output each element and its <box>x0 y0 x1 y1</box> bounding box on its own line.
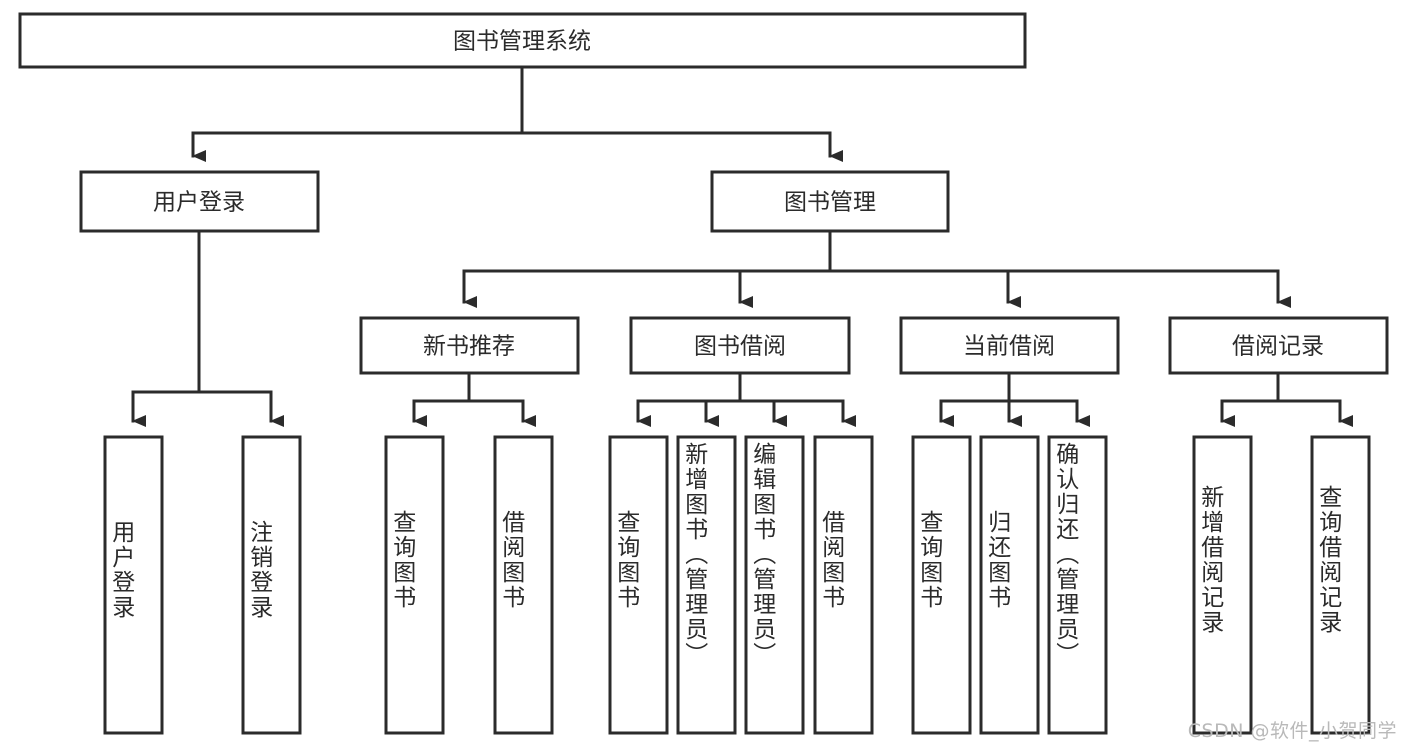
node-user-login-label: 用户登录 <box>153 190 245 216</box>
connector-borrow-to-leaves <box>636 371 856 427</box>
node-book-management-box[interactable] <box>710 170 950 233</box>
leaf-box-add-borrow-record[interactable] <box>1192 435 1253 735</box>
node-new-book-recommend[interactable]: 新书推荐 <box>359 316 580 375</box>
node-book-borrow-label: 图书借阅 <box>694 334 786 360</box>
node-root-label: 图书管理系统 <box>453 29 591 55</box>
node-current-borrow-box[interactable] <box>899 316 1120 375</box>
node-root[interactable]: 图书管理系统 <box>18 12 1027 69</box>
connector-bookmgmt-to-level3 <box>462 229 1291 308</box>
node-root-box[interactable] <box>18 12 1027 69</box>
node-new-book-recommend-box[interactable] <box>359 316 580 375</box>
node-book-borrow-box[interactable] <box>629 316 851 375</box>
node-user-login-box[interactable] <box>79 170 320 233</box>
node-borrow-records[interactable]: 借阅记录 <box>1168 316 1389 375</box>
leaf-box-borrow-book[interactable] <box>813 435 874 735</box>
leaf-box-logout[interactable] <box>241 435 302 735</box>
connector-root-to-level2 <box>191 65 843 162</box>
leaf-box-query-books-new[interactable] <box>384 435 445 735</box>
node-current-borrow[interactable]: 当前借阅 <box>899 316 1120 375</box>
connector-newbook-to-leaves <box>412 371 536 427</box>
node-borrow-records-box[interactable] <box>1168 316 1389 375</box>
leaf-box-query-books-borrow[interactable] <box>608 435 669 735</box>
leaf-box-borrow-books-new[interactable] <box>493 435 554 735</box>
node-borrow-records-label: 借阅记录 <box>1232 334 1324 360</box>
node-book-borrow[interactable]: 图书借阅 <box>629 316 851 375</box>
node-user-login[interactable]: 用户登录 <box>79 170 320 233</box>
node-book-management-label: 图书管理 <box>784 190 876 216</box>
leaf-box-return-book[interactable] <box>979 435 1040 735</box>
leaf-box-user-login[interactable] <box>103 435 164 735</box>
connector-current-to-leaves <box>939 371 1090 427</box>
node-book-management[interactable]: 图书管理 <box>710 170 950 233</box>
leaf-box-confirm-return-admin[interactable] <box>1047 435 1108 735</box>
node-current-borrow-label: 当前借阅 <box>963 334 1055 360</box>
leaf-box-query-books-current[interactable] <box>911 435 972 735</box>
leaf-box-add-book-admin[interactable] <box>676 435 737 735</box>
leaf-box-query-borrow-record[interactable] <box>1310 435 1371 735</box>
leaf-box-edit-book-admin[interactable] <box>744 435 805 735</box>
watermark-text: CSDN @软件_小贺同学 <box>1187 720 1397 742</box>
node-new-book-recommend-label: 新书推荐 <box>423 334 515 360</box>
connector-userlogin-to-leaves <box>131 229 284 427</box>
connector-records-to-leaves <box>1220 371 1353 427</box>
